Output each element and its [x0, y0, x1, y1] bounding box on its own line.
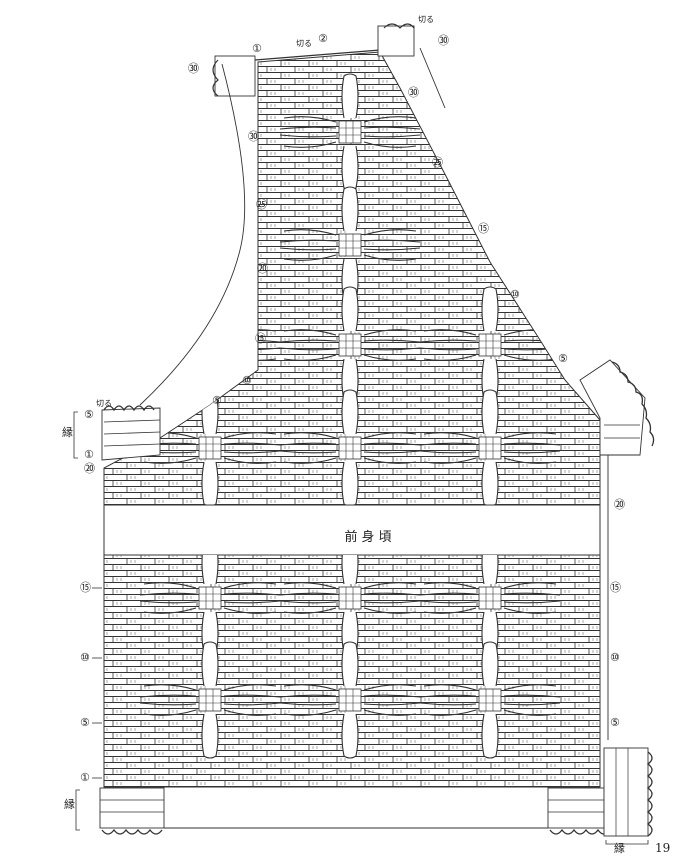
row-marker: ⑤: [80, 716, 90, 729]
row-marker: ⑤: [212, 394, 222, 407]
row-marker: ㉚: [438, 34, 449, 47]
cut-label: 切る: [296, 39, 312, 48]
armhole-edging-left: [101, 405, 161, 461]
row-marker: ㉚: [408, 86, 419, 99]
lower-body-section: [103, 554, 601, 788]
row-marker: ⑮: [610, 581, 621, 594]
hem-label: 縁: [62, 425, 73, 439]
row-marker: ㉚: [248, 130, 259, 143]
row-marker: ②: [318, 32, 328, 45]
cut-label: 切る: [96, 399, 112, 408]
section-title: 前身頃: [344, 529, 395, 545]
row-marker: ①: [252, 42, 262, 55]
cut-label: 切る: [418, 15, 434, 24]
row-marker: ⑩: [610, 651, 620, 664]
row-marker: ⑤: [610, 716, 620, 729]
row-marker: ㉕: [432, 156, 443, 169]
row-marker: ①: [80, 771, 90, 784]
hem-edging-left: [99, 787, 165, 835]
hem-edging-right: [547, 787, 609, 835]
row-marker: ⑮: [255, 332, 266, 345]
row-marker: ⑤: [84, 408, 94, 421]
row-marker: ⑩: [80, 651, 90, 664]
row-marker: ⑳: [84, 462, 95, 475]
row-marker: ㉕: [256, 198, 267, 211]
hem-label: 縁: [64, 797, 75, 811]
hem-label: 縁: [614, 841, 625, 855]
row-marker: ㉚: [188, 62, 199, 75]
row-marker: ⑩: [242, 374, 252, 387]
row-marker: ⑤: [558, 352, 568, 365]
row-marker: ⑳: [257, 262, 268, 275]
row-marker: ①: [84, 448, 94, 461]
page-number: 19: [655, 841, 670, 855]
armhole-edging-right: [579, 359, 655, 456]
row-marker: ⑩: [510, 288, 520, 301]
row-marker: ⑳: [614, 498, 625, 511]
row-markers: ⑮ ⑩ ⑤ ① ⑳ ⑤ ① ⑤ ⑩ ⑮ ⑳ ㉕ ㉚ ㉚ ① ② 切る 切る 切る…: [80, 15, 625, 784]
row-marker: ⑮: [80, 581, 91, 594]
row-marker: ⑮: [478, 222, 489, 235]
side-edging-right: [603, 747, 653, 837]
